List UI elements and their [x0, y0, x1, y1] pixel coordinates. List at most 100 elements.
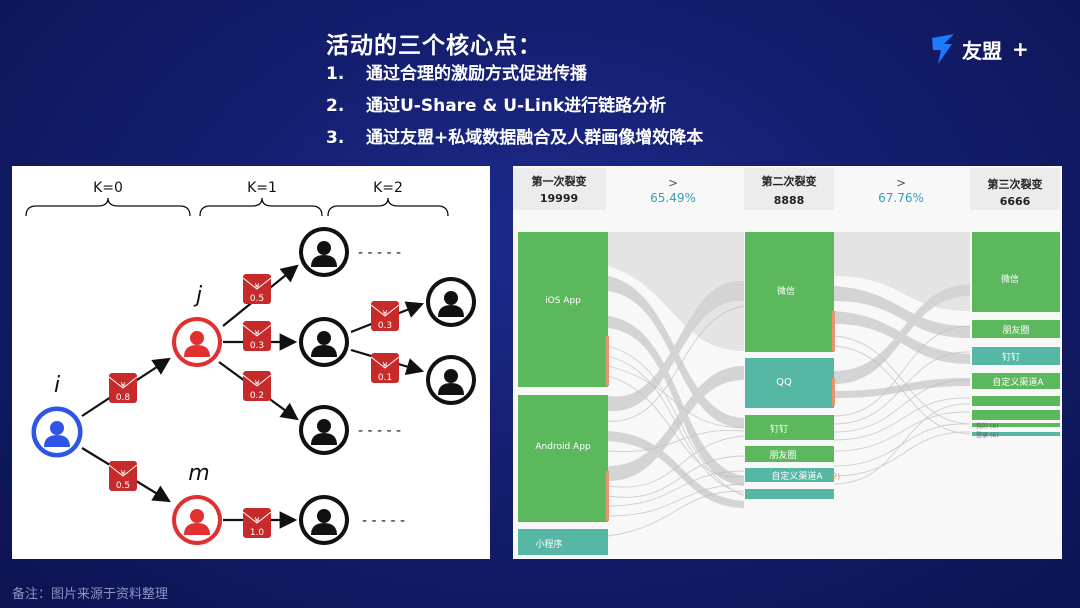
- conversion-rate: 67.76%: [878, 191, 924, 205]
- node-label: 钉钉: [770, 424, 788, 435]
- node-accent: [606, 336, 609, 386]
- user-nodes: [299, 227, 476, 545]
- red-envelope: ¥ 0.8: [108, 373, 138, 403]
- stage2-node: [745, 489, 834, 499]
- node-label: 钉钉: [1002, 352, 1020, 363]
- stage3-node: [972, 423, 1060, 427]
- stage1-node: [518, 232, 608, 387]
- fission-sankey-diagram: 第一次裂变 19999 第二次裂变 8888 第三次裂变 6666 > 65.4…: [513, 168, 1060, 555]
- node-accent: [832, 378, 835, 406]
- node-label: 自定义渠道A: [771, 470, 823, 482]
- stage1-node: [518, 395, 608, 522]
- stage2-node: [745, 358, 834, 408]
- stage3-node: [972, 232, 1060, 312]
- node-accent: [832, 311, 835, 351]
- node-label: iOS App: [545, 296, 581, 306]
- level-brace: [199, 197, 323, 217]
- footnote: 备注：图片来源于资料整理: [12, 587, 169, 602]
- node-label: 自定义渠道A: [992, 376, 1044, 388]
- stage1-node: [518, 529, 608, 555]
- envelope-amount: 0.5: [250, 294, 264, 304]
- flow-strands: [833, 325, 971, 485]
- level-label: K=0: [93, 180, 123, 196]
- key-points-list: 1.通过合理的激励方式促进传播 2. 通过U-Share & U-Link进行链路…: [326, 62, 703, 158]
- stage-box: [513, 168, 606, 210]
- envelope-amount: 0.2: [250, 391, 264, 401]
- envelope-amount: 0.3: [378, 321, 392, 331]
- stage3-node: [972, 373, 1060, 389]
- svg-text:¥: ¥: [254, 379, 259, 388]
- envelope-amount: 0.3: [250, 341, 264, 351]
- stage3-node: [972, 396, 1060, 406]
- stage2-node: [745, 232, 834, 352]
- key-point: 3. 通过友盟+私域数据融合及人群画像增效降本: [326, 126, 703, 158]
- envelope-amount: 1.0: [250, 528, 265, 538]
- stage3-node: [972, 432, 1060, 436]
- umeng-bird-icon: [932, 34, 954, 64]
- red-envelope: ¥ 0.1: [370, 353, 400, 383]
- node-suffix: 2): [832, 472, 840, 481]
- node-label: Android App: [535, 442, 591, 452]
- ellipsis: - - - - -: [362, 513, 405, 529]
- red-envelope: ¥ 0.5: [242, 274, 272, 304]
- svg-text:¥: ¥: [120, 469, 125, 478]
- node-label-m: m: [188, 461, 209, 486]
- level-label: K=1: [247, 180, 277, 196]
- propagation-tree-diagram: K=0 K=1 K=2: [25, 180, 476, 545]
- conversion-arrow: >: [896, 176, 906, 190]
- svg-text:¥: ¥: [120, 381, 125, 390]
- envelope-amount: 0.1: [378, 373, 392, 383]
- stage-box: [970, 168, 1060, 210]
- level-brace: [327, 197, 449, 217]
- red-envelope: ¥ 1.0: [242, 508, 272, 538]
- flow-strands: [607, 305, 745, 537]
- logo-plus: +: [1012, 37, 1029, 61]
- key-point-text: 通过友盟+私域数据融合及人群画像增效降本: [366, 128, 704, 148]
- envelope-amount: 0.8: [116, 393, 131, 403]
- stage2-node: [745, 415, 834, 440]
- fission-sankey-panel: 第一次裂变 19999 第二次裂变 8888 第三次裂变 6666 > 65.4…: [513, 166, 1062, 559]
- svg-text:¥: ¥: [382, 361, 387, 370]
- flow-bands: [834, 232, 970, 398]
- svg-text:¥: ¥: [254, 329, 259, 338]
- level-brace: [25, 197, 191, 217]
- level-label: K=2: [373, 180, 403, 196]
- svg-text:¥: ¥: [254, 516, 259, 525]
- stage-value: 19999: [540, 192, 578, 205]
- red-envelope: ¥ 0.5: [108, 461, 138, 491]
- key-point-number: 1.: [326, 64, 345, 84]
- key-point-number: 2.: [326, 96, 345, 116]
- node-label: 我的 (8): [976, 422, 998, 430]
- node-label: 朋友圈: [769, 449, 796, 461]
- ellipsis: - - - - -: [358, 245, 401, 261]
- red-envelope: ¥ 0.3: [242, 321, 272, 351]
- red-envelope: ¥ 0.3: [370, 301, 400, 331]
- red-envelope: ¥ 0.2: [242, 371, 272, 401]
- node-label-i: i: [54, 373, 60, 398]
- node-label: 小程序: [535, 538, 562, 550]
- key-point-text: 通过U-Share & U-Link进行链路分析: [366, 96, 667, 116]
- svg-text:¥: ¥: [254, 282, 259, 291]
- umeng-logo: 友盟 +: [928, 32, 1029, 66]
- svg-text:¥: ¥: [382, 309, 387, 318]
- stage-value: 6666: [1000, 195, 1031, 208]
- node-m: [172, 495, 222, 545]
- ellipsis: - - - - -: [358, 423, 401, 439]
- stage2-node: [745, 446, 834, 462]
- node-label: 登录 (8): [976, 431, 998, 439]
- key-point-number: 3.: [326, 128, 345, 148]
- conversion-arrow: >: [668, 176, 678, 190]
- envelope-amount: 0.5: [116, 481, 130, 491]
- root-node-i: [31, 406, 83, 458]
- flow-bands: [608, 232, 744, 508]
- node-label: QQ: [776, 377, 792, 388]
- node-accent: [606, 471, 609, 521]
- stage-label: 第二次裂变: [762, 174, 817, 188]
- stage3-node: [972, 347, 1060, 365]
- logo-text: 友盟: [962, 38, 1002, 63]
- stage-box: [744, 168, 834, 210]
- key-point: 1.通过合理的激励方式促进传播: [326, 62, 703, 94]
- key-point: 2. 通过U-Share & U-Link进行链路分析: [326, 94, 703, 126]
- node-label: 朋友圈: [1002, 324, 1029, 336]
- propagation-tree-panel: K=0 K=1 K=2: [12, 166, 490, 559]
